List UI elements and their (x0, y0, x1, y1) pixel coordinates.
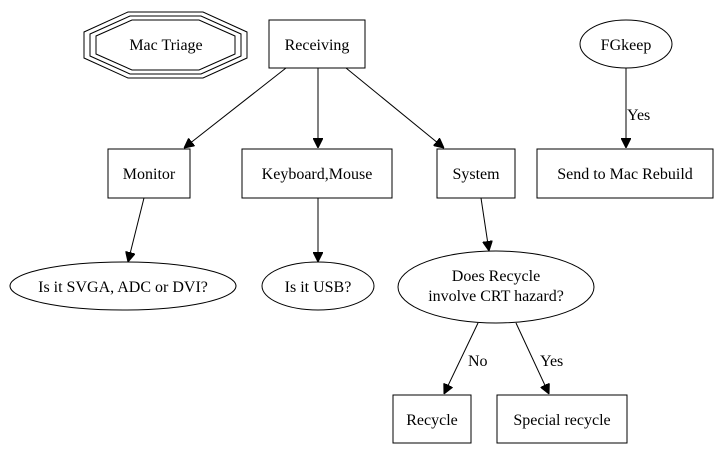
edge-crt-question-special-recycle (515, 322, 549, 394)
node-fgkeep[interactable]: FGkeep (579, 19, 673, 69)
node-label: Mac Triage (129, 37, 202, 54)
node-mac-triage[interactable]: Mac Triage (83, 11, 248, 79)
node-label: Recycle (406, 412, 458, 429)
node-keyboard-mouse[interactable]: Keyboard,Mouse (241, 148, 393, 199)
node-label: Is it USB? (285, 279, 352, 296)
node-receiving[interactable]: Receiving (268, 19, 366, 69)
edge-system-crt-question (480, 197, 489, 251)
node-label: Special recycle (513, 412, 610, 429)
node-label: Send to Mac Rebuild (557, 166, 693, 183)
node-monitor[interactable]: Monitor (107, 148, 191, 199)
node-label-line2: involve CRT hazard? (428, 288, 564, 305)
node-label-line1: Does Recycle (452, 268, 540, 285)
node-label: Is it SVGA, ADC or DVI? (38, 279, 208, 296)
node-crt-question[interactable]: Does Recycle involve CRT hazard? (397, 250, 595, 324)
node-usb-question[interactable]: Is it USB? (261, 261, 375, 311)
edge-label-crt-no: No (468, 353, 488, 370)
node-label: FGkeep (601, 37, 652, 54)
node-send-to-mac-rebuild[interactable]: Send to Mac Rebuild (536, 148, 714, 199)
edge-label-crt-yes: Yes (540, 353, 563, 370)
node-svga-question[interactable]: Is it SVGA, ADC or DVI? (9, 261, 237, 311)
edge-label-fgkeep-yes: Yes (627, 107, 650, 124)
node-system[interactable]: System (436, 148, 516, 199)
node-recycle[interactable]: Recycle (392, 394, 472, 444)
node-label: Monitor (123, 166, 176, 183)
node-label: Receiving (285, 37, 350, 54)
edge-monitor-svga-question (128, 197, 145, 262)
node-label: System (452, 166, 500, 183)
edge-receiving-system (345, 67, 444, 148)
edges (128, 67, 626, 394)
edge-receiving-monitor (184, 67, 287, 148)
node-label: Keyboard,Mouse (262, 166, 373, 183)
node-special-recycle[interactable]: Special recycle (496, 394, 628, 444)
edge-crt-question-recycle (444, 322, 479, 394)
